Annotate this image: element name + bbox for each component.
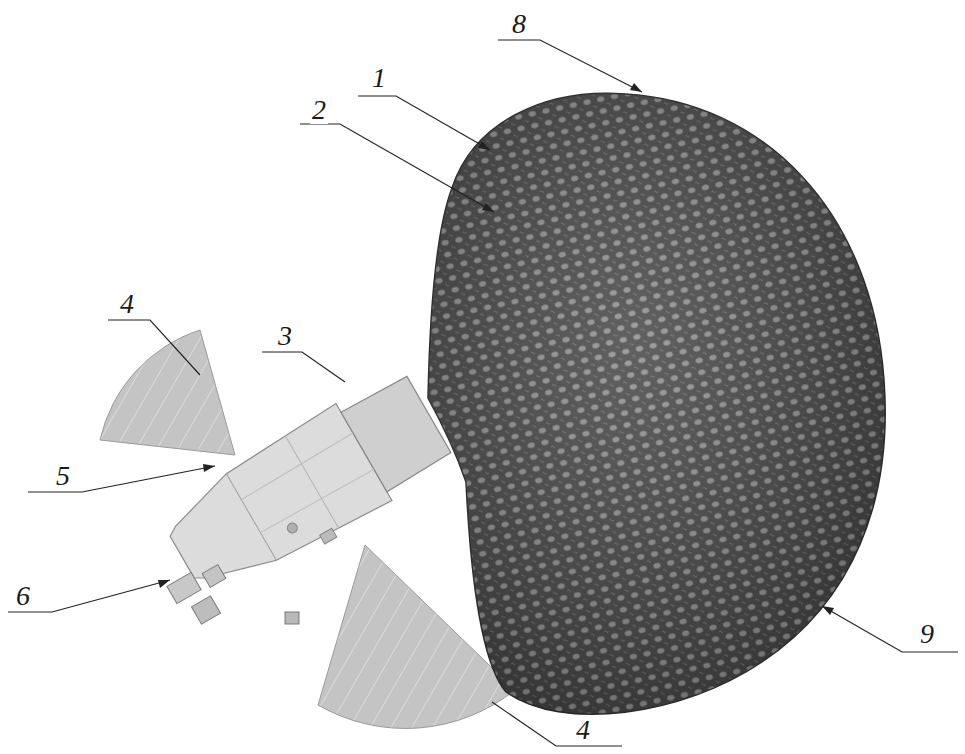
callout-number: 9 (918, 620, 936, 648)
callout-number: 3 (276, 322, 294, 350)
callout-number: 6 (14, 582, 32, 610)
leader-line (8, 40, 958, 746)
callout-number: 2 (310, 96, 328, 124)
callout-number: 5 (54, 462, 72, 490)
arrow-head (158, 83, 834, 615)
engine-nozzles (167, 565, 299, 625)
mesh-balloon (428, 93, 885, 714)
callout-number: 1 (370, 64, 388, 92)
callout-number: 4 (574, 716, 592, 744)
callout-number: 8 (510, 10, 528, 38)
callout-number: 4 (118, 290, 136, 318)
spacecraft-body (154, 366, 459, 609)
